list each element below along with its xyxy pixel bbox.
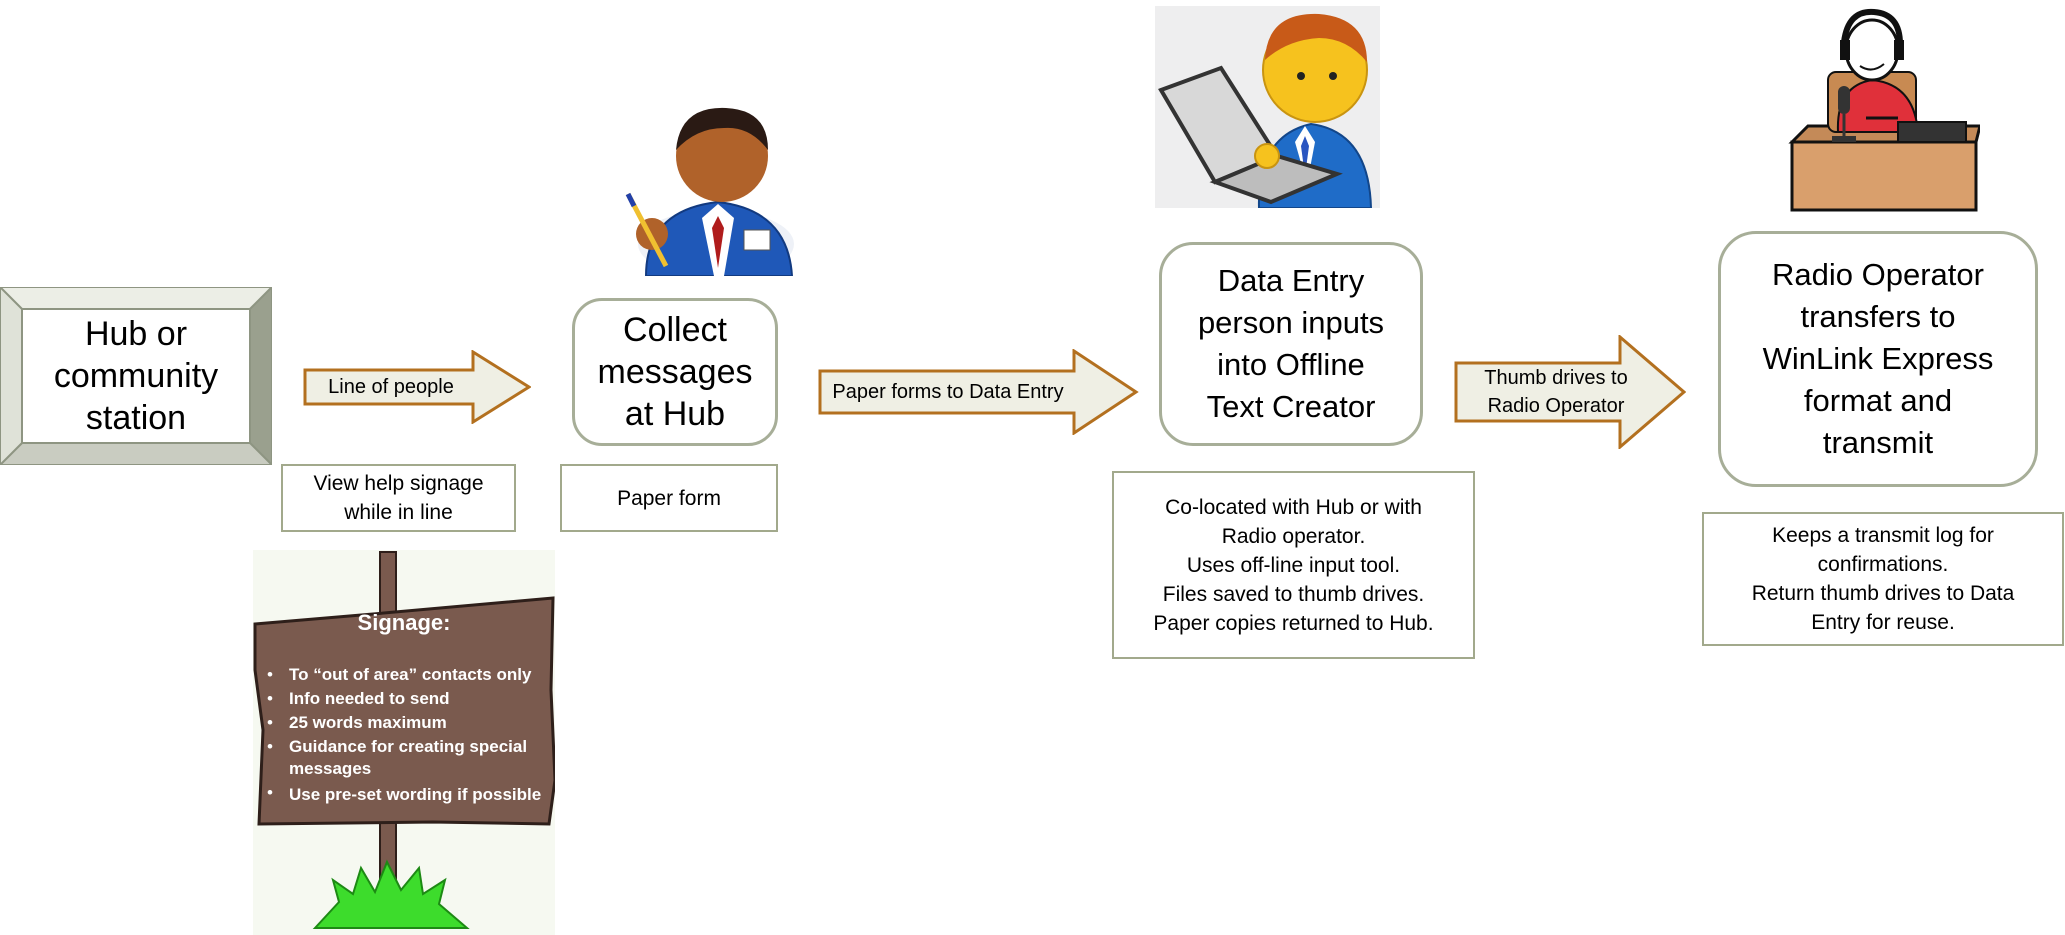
signage-item: 25 words maximum [289,713,447,732]
signage-item: Guidance for creating special messages [289,737,528,778]
radio-operator-box: Radio Operator transfers to WinLink Expr… [1718,231,2038,487]
bevel-frame [0,287,272,465]
signage-item: To “out of area” contacts only [289,665,532,684]
person-with-pencil-icon [622,98,800,276]
data-entry-box: Data Entry person inputs into Offline Te… [1159,242,1423,446]
note-radio-operator: Keeps a transmit log for confirmations. … [1702,512,2064,646]
arrow-line-of-people: Line of people [303,350,531,424]
person-at-laptop-icon [1155,6,1380,208]
collect-messages-box: Collect messages at Hub [572,298,778,446]
arrow-line-of-people-label: Line of people [328,376,454,398]
signage-illustration: Signage: To “out of area” contacts only … [253,550,555,935]
note-data-entry: Co-located with Hub or with Radio operat… [1112,471,1475,659]
hub-station-box: Hub or community station [0,287,272,465]
signage-title: Signage: [357,610,451,635]
hub-station-label: Hub or community station [53,315,219,437]
arrow-paper-forms-label: Paper forms to Data Entry [832,381,1064,403]
arrow-thumb-drives-label: Thumb drives to Radio Operator [1484,367,1628,417]
arrow-paper-forms: Paper forms to Data Entry [818,349,1140,435]
note-paper-form: Paper form [560,464,778,532]
signage-item: Info needed to send [289,689,450,708]
signpost-icon [253,550,555,935]
arrow-thumb-drives: Thumb drives to Radio Operator [1454,335,1686,449]
note-view-help-signage: View help signage while in line [281,464,516,532]
signage-item: Use pre-set wording if possible [289,785,542,804]
signage-bullets: ••••• [267,665,273,802]
radio-operator-icon [1788,8,1980,212]
